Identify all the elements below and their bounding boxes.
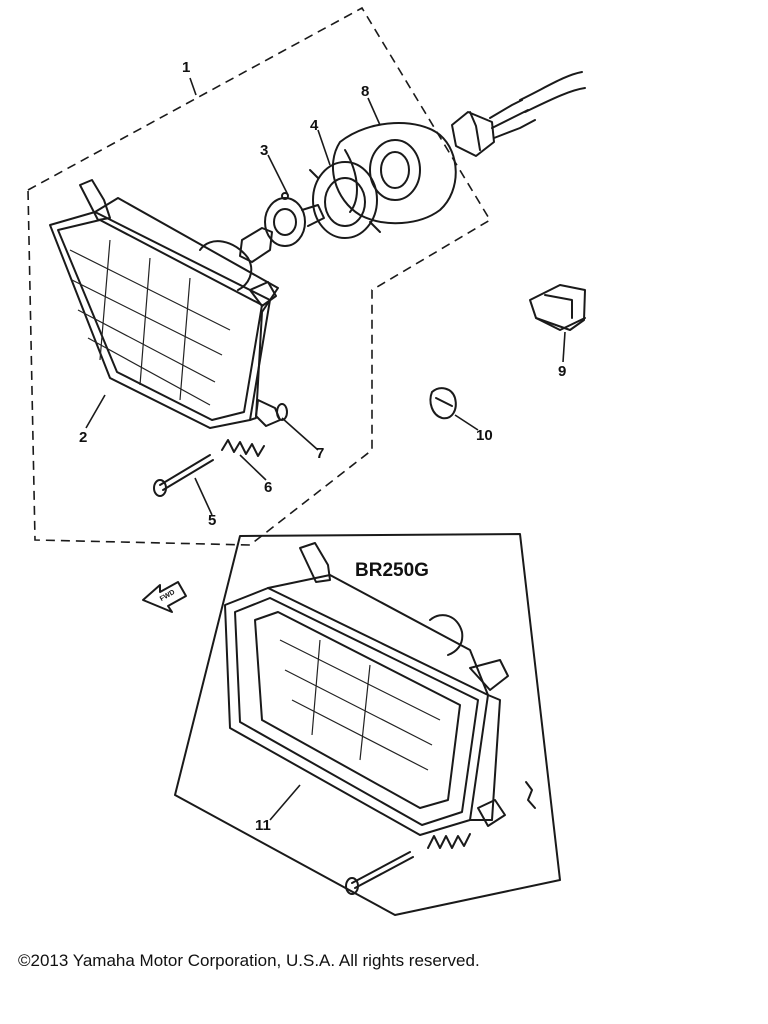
part-number-1: 1 (182, 59, 190, 76)
lower-screw (345, 851, 414, 895)
part-number-8: 8 (361, 83, 369, 100)
part-number-2: 2 (79, 429, 87, 446)
rubber-cover (331, 122, 457, 225)
clip (429, 387, 457, 420)
headlight-unit (49, 179, 281, 429)
wire-harness-connector (451, 71, 586, 157)
lower-spring (427, 833, 471, 849)
bulb (239, 192, 325, 263)
part-number-7: 7 (316, 445, 324, 462)
spring (221, 439, 265, 457)
leader-lines (85, 77, 566, 821)
part-number-9: 9 (558, 363, 566, 380)
part-number-5: 5 (208, 512, 216, 529)
nut (276, 403, 288, 421)
assembly-dashed-outline (27, 6, 492, 546)
clamp-bracket (529, 284, 586, 331)
sealed-beam-headlight (224, 542, 509, 836)
part-number-3: 3 (260, 142, 268, 159)
model-variant-panel (174, 533, 561, 916)
copyright-notice: ©2013 Yamaha Motor Corporation, U.S.A. A… (18, 951, 480, 970)
part-number-11: 11 (255, 817, 271, 834)
forward-arrow-icon: FWD (142, 581, 187, 613)
part-number-4: 4 (310, 117, 319, 134)
headlight-exploded-diagram: 1 2 3 4 5 6 7 8 9 10 11 FWD BR250G (27, 6, 586, 916)
screw (153, 454, 214, 497)
part-number-6: 6 (264, 479, 272, 496)
model-label: BR250G (355, 560, 429, 581)
part-number-10: 10 (476, 427, 493, 444)
retaining-ring (309, 161, 381, 239)
lower-nut (525, 781, 536, 809)
